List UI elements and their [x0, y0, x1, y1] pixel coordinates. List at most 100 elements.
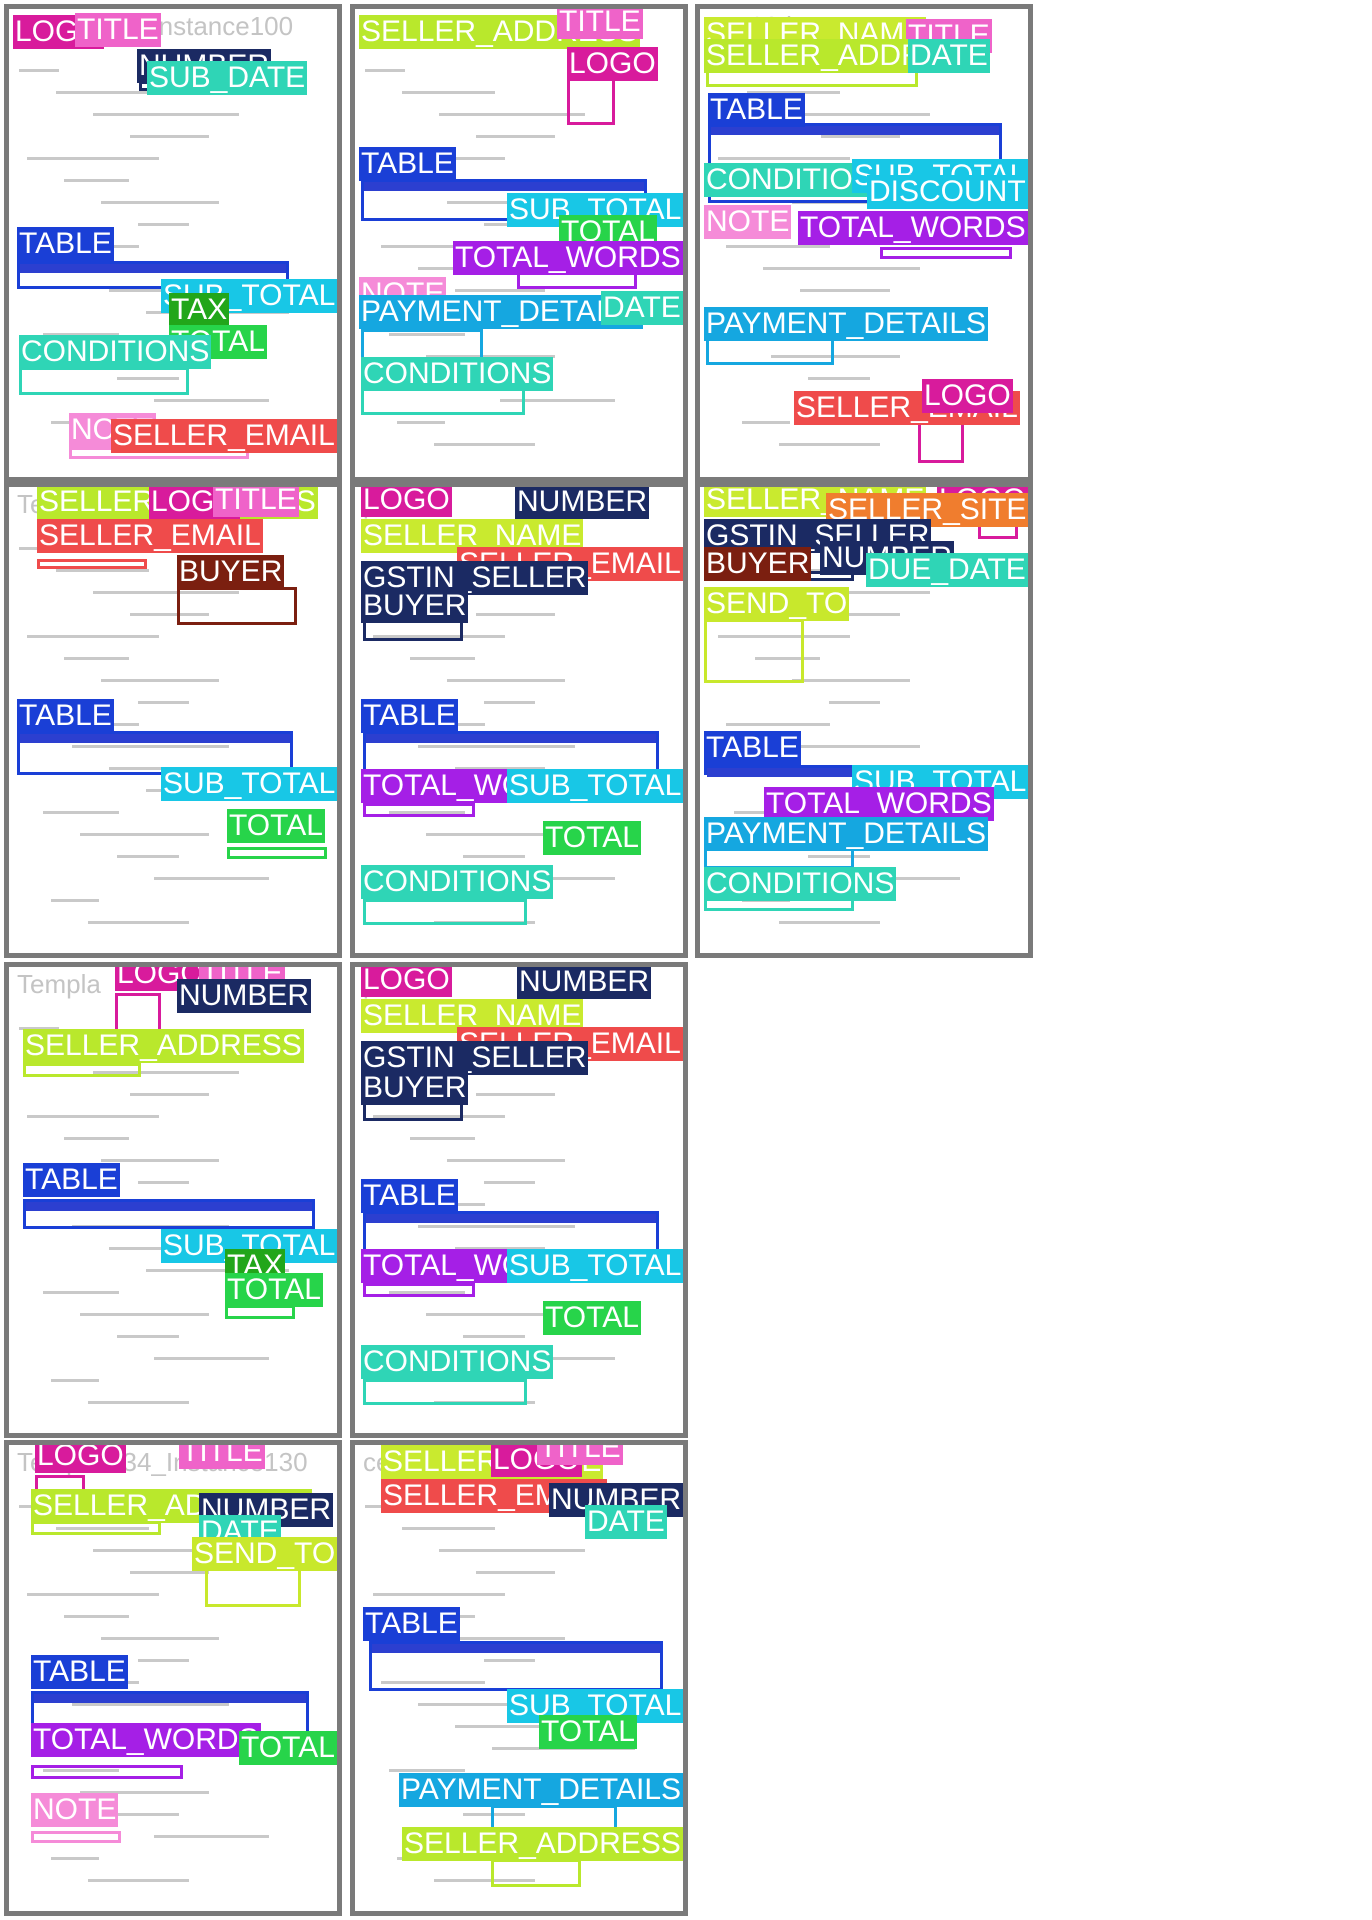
annotation-box: [225, 1305, 295, 1319]
annotation-label: CONDITIONS: [19, 335, 212, 369]
annotation-box: [31, 1521, 161, 1535]
document-text-line: [27, 1115, 159, 1118]
document-text-line: [93, 113, 239, 116]
document-text-line: [821, 135, 900, 138]
document-text-line: [51, 1857, 99, 1860]
document-text-line: [755, 657, 820, 660]
document-text-line: [27, 1593, 159, 1596]
document-text-line: [726, 245, 830, 248]
document-text-line: [138, 1659, 189, 1662]
annotation-label: PAYMENT_DETAILS: [704, 817, 989, 851]
document-text-line: [455, 767, 545, 770]
document-text-line: [64, 1137, 129, 1140]
document-text-line: [64, 657, 129, 660]
annotation-label: TITLE: [213, 483, 299, 517]
document-text-line: [500, 877, 615, 880]
document-text-line: [154, 1835, 269, 1838]
annotation-label: GSTIN_SELLER: [361, 1041, 589, 1075]
annotation-label: DISCOUNT: [867, 175, 1028, 209]
annotation-label: CONDITIONS: [361, 1345, 554, 1379]
annotation-label: NUMBER: [517, 965, 652, 999]
document-text-line: [426, 833, 555, 836]
document-text-line: [381, 245, 485, 248]
document-text-line: [80, 1791, 209, 1794]
document-text-line: [19, 1027, 59, 1030]
document-text-line: [784, 113, 930, 116]
document-text-line: [130, 613, 209, 616]
table-header-bar: [20, 734, 290, 743]
annotation-box: [23, 1199, 315, 1229]
annotation-label: TABLE: [361, 1179, 458, 1213]
document-text-line: [418, 745, 575, 748]
annotation-label: SUB_TOTAL: [161, 767, 337, 801]
annotation-label: TOTAL: [227, 809, 325, 843]
annotation-label: PAYMENT_DETAILS: [359, 295, 644, 329]
annotation-label: SELLER_ADDRESS: [402, 1827, 683, 1861]
annotation-label: TABLE: [704, 731, 801, 765]
document-text-line: [463, 1813, 525, 1816]
annotation-label: TABLE: [359, 147, 456, 181]
annotation-label: TABLE: [363, 1607, 460, 1641]
annotation-label: TOTAL: [543, 1301, 641, 1335]
document-text-line: [43, 1769, 119, 1772]
document-text-line: [829, 701, 880, 704]
document-text-line: [64, 1615, 129, 1618]
annotation-label: DATE: [585, 1505, 667, 1539]
document-text-line: [845, 877, 960, 880]
annotation-label: NOTE: [31, 1793, 119, 1827]
document-text-line: [389, 811, 465, 814]
annotation-label: NUMBER: [177, 979, 312, 1013]
document-text-line: [109, 1247, 199, 1250]
document-text-line: [56, 1527, 149, 1530]
document-text-line: [447, 201, 565, 204]
annotation-label: TOTAL: [539, 1715, 637, 1749]
annotation-label: TABLE: [31, 1655, 128, 1689]
annotation-box: [880, 247, 1012, 259]
document-text-line: [154, 399, 269, 402]
document-text-line: [463, 855, 525, 858]
document-text-line: [138, 701, 189, 704]
document-text-line: [484, 1181, 535, 1184]
annotation-label: BUYER: [361, 589, 469, 623]
table-header-bar: [366, 734, 656, 743]
document-text-line: [109, 767, 199, 770]
document-text-line: [434, 443, 535, 446]
document-text-line: [373, 1115, 505, 1118]
document-text-line: [747, 91, 840, 94]
document-text-line: [463, 1335, 525, 1338]
annotation-label: TABLE: [23, 1163, 120, 1197]
annotation-box: [361, 387, 525, 415]
document-text-line: [447, 679, 565, 682]
document-text-line: [389, 1769, 465, 1772]
document-text-line: [72, 745, 229, 748]
document-text-line: [402, 1527, 495, 1530]
document-text-line: [27, 157, 159, 160]
document-text-line: [27, 635, 159, 638]
annotation-box: [363, 803, 475, 817]
document-text-line: [43, 811, 119, 814]
annotation-box: [19, 367, 189, 395]
invoice-panel: ce180.jpgSELLER_NAMELOGOTITLESELLER_EMAI…: [350, 1440, 688, 1916]
annotation-label: LOGO: [922, 379, 1013, 413]
document-text-line: [718, 157, 850, 160]
annotation-label: TABLE: [17, 227, 114, 261]
table-header-bar: [372, 1644, 660, 1653]
annotation-label: TOTAL_WORDS: [453, 241, 683, 275]
document-text-line: [93, 1071, 239, 1074]
document-text-line: [500, 399, 615, 402]
document-text-line: [821, 613, 900, 616]
annotation-label: LOGO: [35, 1440, 126, 1473]
annotation-label: TOTAL_WORDS: [764, 787, 994, 821]
document-text-line: [88, 1401, 189, 1404]
document-text-line: [763, 267, 920, 270]
annotation-box: [177, 587, 297, 625]
document-text-line: [434, 1879, 535, 1882]
document-text-line: [410, 1137, 475, 1140]
document-text-line: [101, 679, 219, 682]
annotation-label: PAYMENT_DETAILS: [399, 1773, 683, 1807]
invoice-panel: plate41LOGONUMBERSELLER_NAMESELLER_EMAIL…: [350, 482, 688, 958]
document-text-line: [455, 1247, 545, 1250]
annotation-label: PAYMENT_DETAILS: [704, 307, 989, 341]
annotation-label: TOTAL_WORDS: [798, 211, 1028, 245]
